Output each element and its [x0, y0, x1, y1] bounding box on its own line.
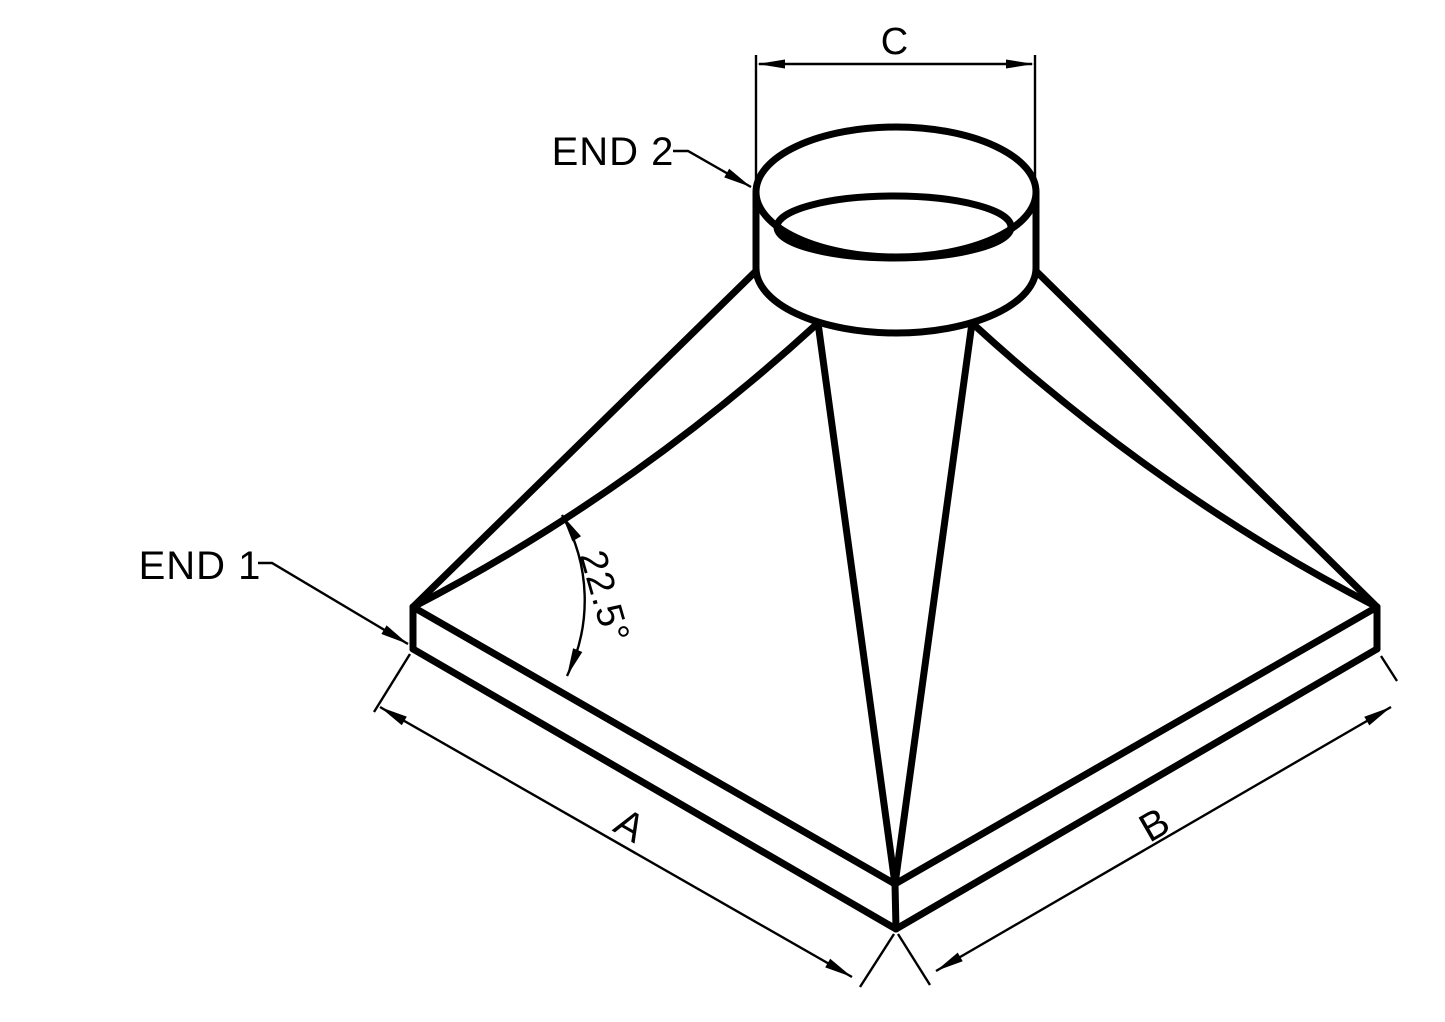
- leader-lines: [258, 149, 752, 646]
- end2-label: END 2: [551, 130, 675, 174]
- left-corner-seam: [409, 319, 822, 611]
- dim-b-arrow-upper: [1364, 707, 1391, 726]
- front-left-seam: [814, 319, 899, 888]
- end1-leader-arrow: [381, 625, 408, 644]
- end2-leader-arrow: [724, 168, 751, 187]
- base-front-corner-edge: [891, 880, 900, 933]
- arrowheads: [380, 59, 1391, 977]
- dim-b-ext-right: [1379, 655, 1399, 682]
- base-top-edges: [409, 603, 1381, 888]
- dim-b-line: [935, 705, 1392, 973]
- collar-bottom-arc: [752, 264, 1040, 337]
- dimension-c: [754, 55, 1037, 189]
- dim-c-arrow-left: [757, 59, 785, 69]
- angle-arc-arrow-upper: [562, 515, 581, 542]
- dim-a-ext-front: [858, 933, 896, 988]
- collar-outer-rim: [752, 123, 1040, 261]
- left-silhouette-edge: [409, 267, 760, 611]
- end1-label: END 1: [138, 544, 262, 588]
- dimension-a: [372, 653, 896, 988]
- dim-c-arrow-right: [1006, 59, 1034, 69]
- transition-body: [409, 267, 1381, 888]
- dimension-b: [896, 655, 1399, 986]
- end1-leader: [258, 561, 409, 646]
- dim-a-arrow-lower: [825, 958, 852, 977]
- dim-b-ext-front: [896, 933, 932, 986]
- dim-c-label: C: [880, 21, 910, 63]
- dim-a-arrow-upper: [380, 707, 407, 726]
- collar-inner-rim: [773, 192, 1015, 262]
- front-right-seam: [891, 319, 976, 888]
- angle-arc-arrow-lower: [567, 648, 583, 676]
- square-base: [409, 603, 1381, 933]
- dim-a-ext-left: [372, 653, 412, 713]
- right-silhouette-edge: [1032, 267, 1381, 611]
- dim-a-line: [379, 705, 853, 979]
- round-collar: [752, 123, 1040, 337]
- right-corner-seam: [968, 319, 1381, 611]
- dim-b-arrow-lower: [936, 952, 963, 971]
